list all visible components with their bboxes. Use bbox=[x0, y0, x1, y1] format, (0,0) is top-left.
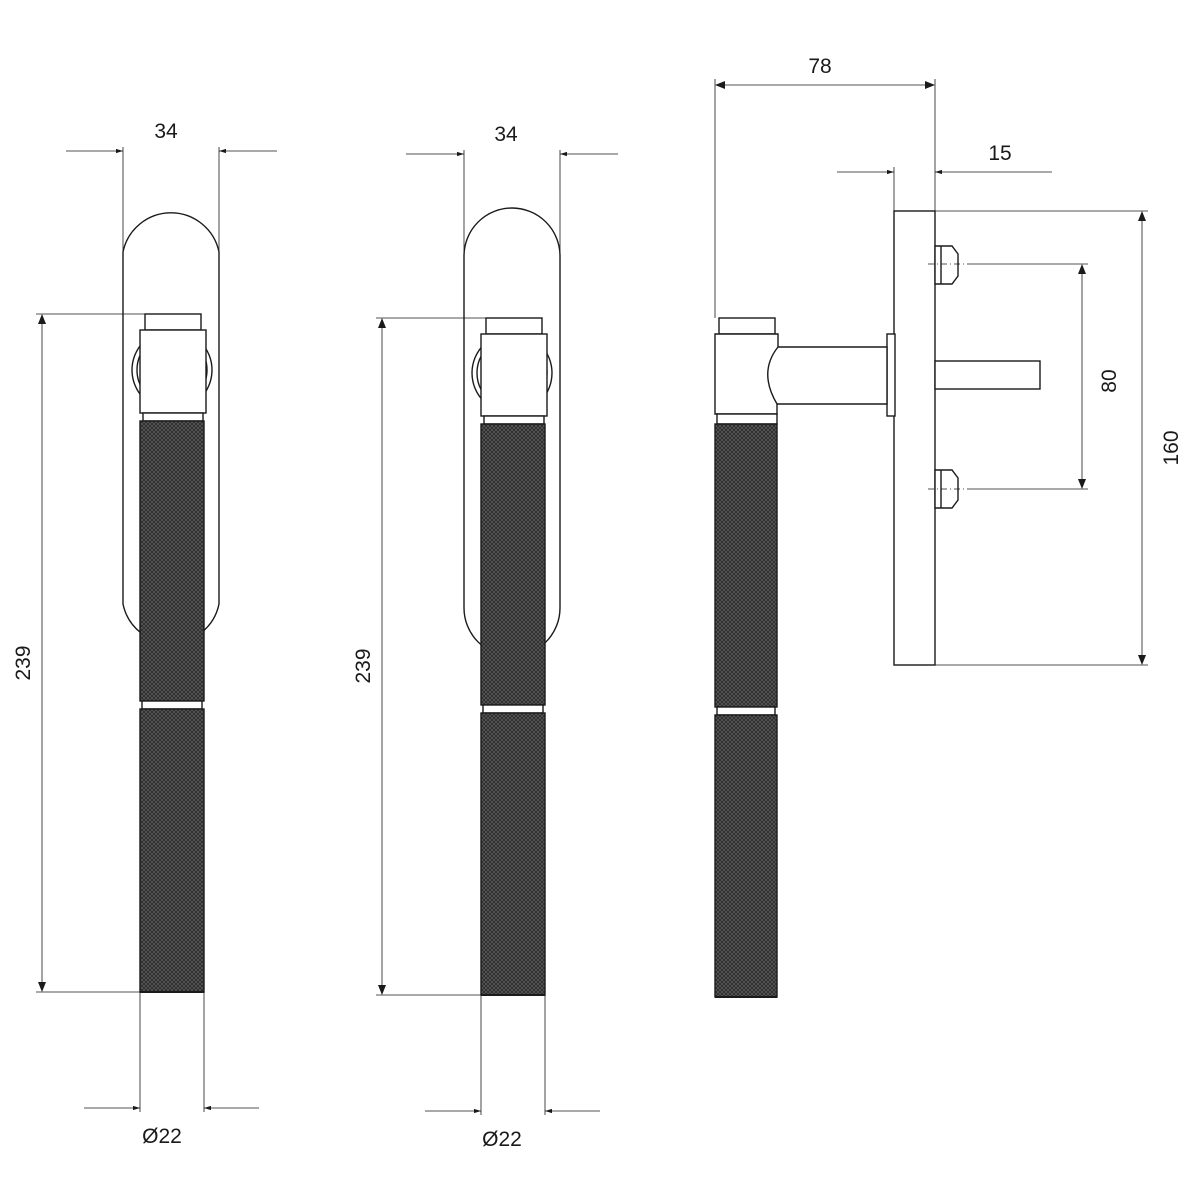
dim-plate-width-1: 34 bbox=[154, 120, 178, 143]
dim-plate-height: 160 bbox=[1160, 430, 1183, 465]
handle-collar bbox=[142, 412, 204, 422]
knurled-grip-lower bbox=[480, 712, 546, 996]
spindle-square bbox=[934, 360, 1041, 390]
knurled-grip-upper bbox=[139, 420, 205, 702]
front-view-1 bbox=[122, 212, 220, 993]
rose-collar bbox=[886, 333, 896, 417]
grip-spacer bbox=[716, 706, 776, 716]
dim-screw-spacing: 80 bbox=[1098, 369, 1121, 392]
grip-spacer bbox=[482, 704, 544, 714]
handle-collar bbox=[716, 413, 778, 425]
cap-top bbox=[718, 317, 776, 335]
dim-projection: 78 bbox=[808, 55, 831, 78]
side-view-dimensions: 78 15 80 160 bbox=[714, 55, 1183, 666]
dim-plate-width-2: 34 bbox=[494, 123, 518, 146]
grip-spacer bbox=[141, 700, 203, 710]
handle-head bbox=[480, 333, 548, 417]
dim-plate-depth: 15 bbox=[988, 142, 1011, 165]
handle-collar bbox=[483, 415, 545, 425]
knurled-grip-lower bbox=[139, 708, 205, 993]
front-view-2-dimensions: 34 239 Ø22 bbox=[352, 123, 618, 1151]
knurled-grip-lower bbox=[714, 714, 778, 998]
front-view-1-dimensions: 34 239 Ø22 bbox=[12, 120, 277, 1148]
handle-head bbox=[714, 333, 779, 415]
knurled-grip-upper bbox=[714, 423, 778, 708]
dim-diameter-2: Ø22 bbox=[482, 1128, 522, 1151]
knurled-grip-upper bbox=[480, 423, 546, 706]
dim-height-1: 239 bbox=[12, 645, 35, 680]
screw-top bbox=[928, 245, 968, 285]
mounting-plate bbox=[893, 210, 936, 666]
side-view bbox=[714, 210, 1041, 998]
lever-arm bbox=[761, 346, 888, 405]
cap-top bbox=[144, 313, 202, 331]
screw-bottom bbox=[928, 469, 968, 509]
handle-head bbox=[139, 329, 207, 414]
front-view-2 bbox=[463, 207, 561, 996]
cap-top bbox=[485, 317, 543, 335]
dim-diameter-1: Ø22 bbox=[142, 1125, 182, 1148]
dim-height-2: 239 bbox=[352, 648, 375, 683]
